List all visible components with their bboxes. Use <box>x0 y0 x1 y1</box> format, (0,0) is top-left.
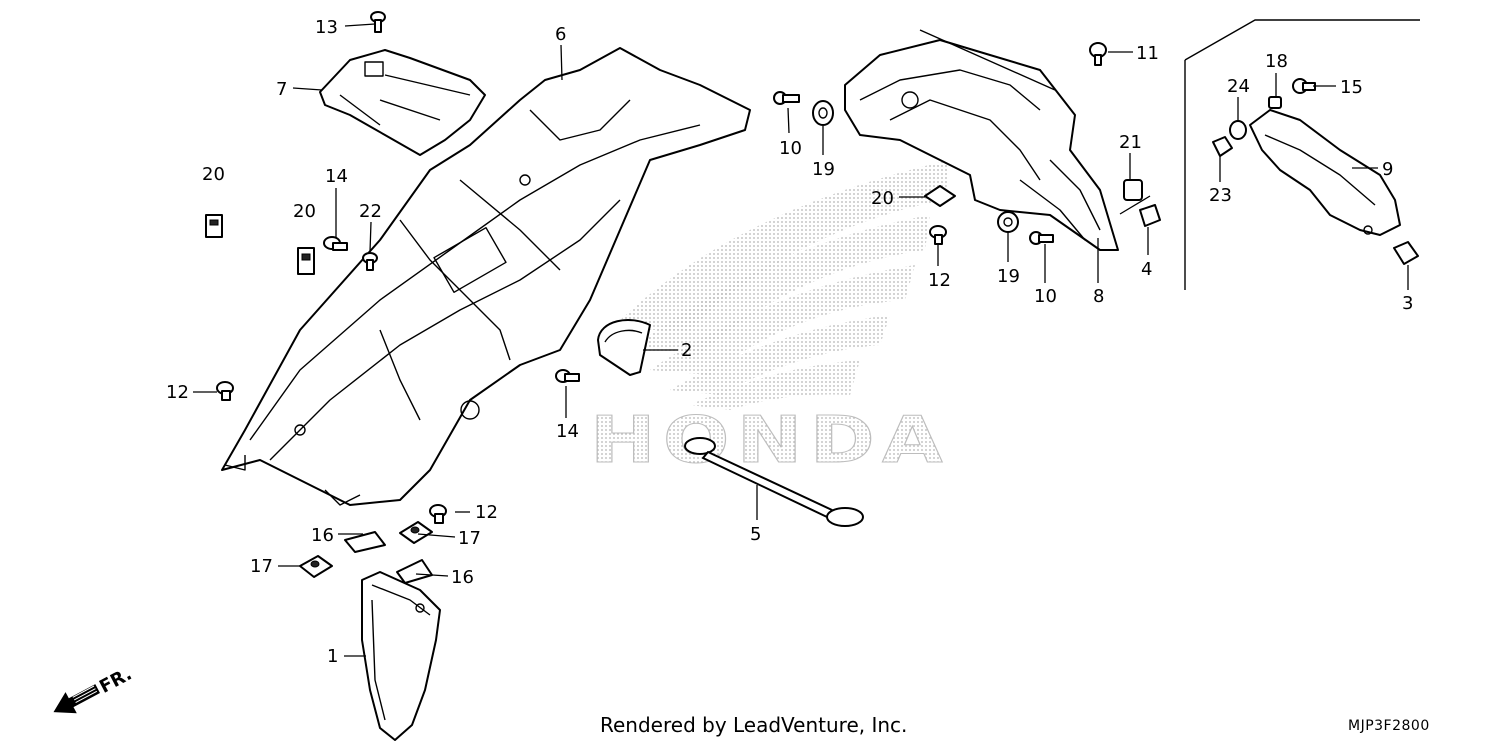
callout-17-lower: 17 <box>250 556 273 577</box>
callout-12-right: 12 <box>928 270 951 291</box>
part-1-mud-flap[interactable] <box>361 571 441 741</box>
honda-watermark-text: HONDA <box>590 404 950 478</box>
part-19-collar-lower[interactable] <box>997 211 1019 233</box>
part-14-bolt-left[interactable] <box>323 236 348 251</box>
part-13-bolt[interactable] <box>370 11 386 33</box>
part-9-bracket[interactable] <box>1249 109 1401 236</box>
callout-14-left: 14 <box>325 166 348 187</box>
callout-11: 11 <box>1136 43 1159 64</box>
front-label: FR. <box>96 664 135 698</box>
callout-16-lower: 16 <box>451 567 474 588</box>
callout-6: 6 <box>555 24 566 45</box>
part-20-clip-left[interactable] <box>297 247 315 275</box>
part-16-plate-lower[interactable] <box>396 559 433 584</box>
callout-19-upper: 19 <box>812 159 835 180</box>
part-10-bolt-lower[interactable] <box>1029 231 1054 245</box>
callout-10-lower: 10 <box>1034 286 1057 307</box>
part-7-bracket-case[interactable] <box>319 49 486 156</box>
part-22-fastener[interactable] <box>362 252 378 271</box>
part-11-bolt[interactable] <box>1089 42 1107 66</box>
part-12-bolt-left[interactable] <box>216 381 234 401</box>
callout-3: 3 <box>1402 293 1413 314</box>
part-21-collar[interactable] <box>1123 179 1143 201</box>
part-5-strap[interactable] <box>684 437 864 527</box>
callout-19-lower: 19 <box>997 266 1020 287</box>
part-16-plate-upper[interactable] <box>344 531 386 553</box>
footer-credit: Rendered by LeadVenture, Inc. <box>600 713 907 737</box>
part-20-clip-right[interactable] <box>924 185 956 207</box>
callout-20-left: 20 <box>293 201 316 222</box>
callout-9: 9 <box>1382 159 1393 180</box>
part-4-nut[interactable] <box>1139 204 1161 227</box>
callout-23: 23 <box>1209 185 1232 206</box>
callout-12-left: 12 <box>166 382 189 403</box>
part-8-rear-fender[interactable] <box>844 29 1119 251</box>
callout-21: 21 <box>1119 132 1142 153</box>
callout-20-right: 20 <box>871 188 894 209</box>
callout-14-center: 14 <box>556 421 579 442</box>
part-18-nut[interactable] <box>1268 96 1282 109</box>
part-20-clip-far-left[interactable] <box>205 214 223 238</box>
part-2-band[interactable] <box>597 319 651 376</box>
part-17-nut-lower[interactable] <box>299 555 333 578</box>
callout-2: 2 <box>681 340 692 361</box>
callout-8: 8 <box>1093 286 1104 307</box>
arrow-left-icon <box>53 684 100 714</box>
part-17-nut-upper[interactable] <box>399 521 433 544</box>
part-14-bolt-center[interactable] <box>555 369 580 383</box>
callout-17-upper: 17 <box>458 528 481 549</box>
part-24-washer[interactable] <box>1229 120 1247 140</box>
callout-12-bottom: 12 <box>475 502 498 523</box>
front-direction-arrow: FR. <box>53 664 135 714</box>
inset-frame <box>1184 19 1420 61</box>
part-19-collar-upper[interactable] <box>812 100 834 126</box>
part-15-bolt[interactable] <box>1292 78 1316 94</box>
callout-15: 15 <box>1340 77 1363 98</box>
callout-16-upper: 16 <box>311 525 334 546</box>
part-12-bolt-right[interactable] <box>929 225 947 245</box>
leader-lines <box>193 23 1409 657</box>
part-6-rear-inner-fender[interactable] <box>221 47 751 506</box>
diagram-code: MJP3F2800 <box>1348 718 1430 734</box>
callout-10-upper: 10 <box>779 138 802 159</box>
callout-20-far-left: 20 <box>202 164 225 185</box>
callout-22: 22 <box>359 201 382 222</box>
callout-numbers: 13 7 6 20 14 20 22 12 12 16 17 17 16 1 2… <box>166 17 1413 667</box>
part-12-bolt-bottom[interactable] <box>429 504 447 524</box>
callout-1: 1 <box>327 646 338 667</box>
part-23-nut[interactable] <box>1212 136 1233 157</box>
honda-wing-logo <box>610 160 950 410</box>
callout-5: 5 <box>750 524 761 545</box>
callout-24: 24 <box>1227 76 1250 97</box>
callout-13: 13 <box>315 17 338 38</box>
callout-7: 7 <box>276 79 287 100</box>
callout-18: 18 <box>1265 51 1288 72</box>
part-10-bolt-upper[interactable] <box>773 91 800 105</box>
callout-4: 4 <box>1141 259 1152 280</box>
part-3-nut[interactable] <box>1393 241 1419 265</box>
